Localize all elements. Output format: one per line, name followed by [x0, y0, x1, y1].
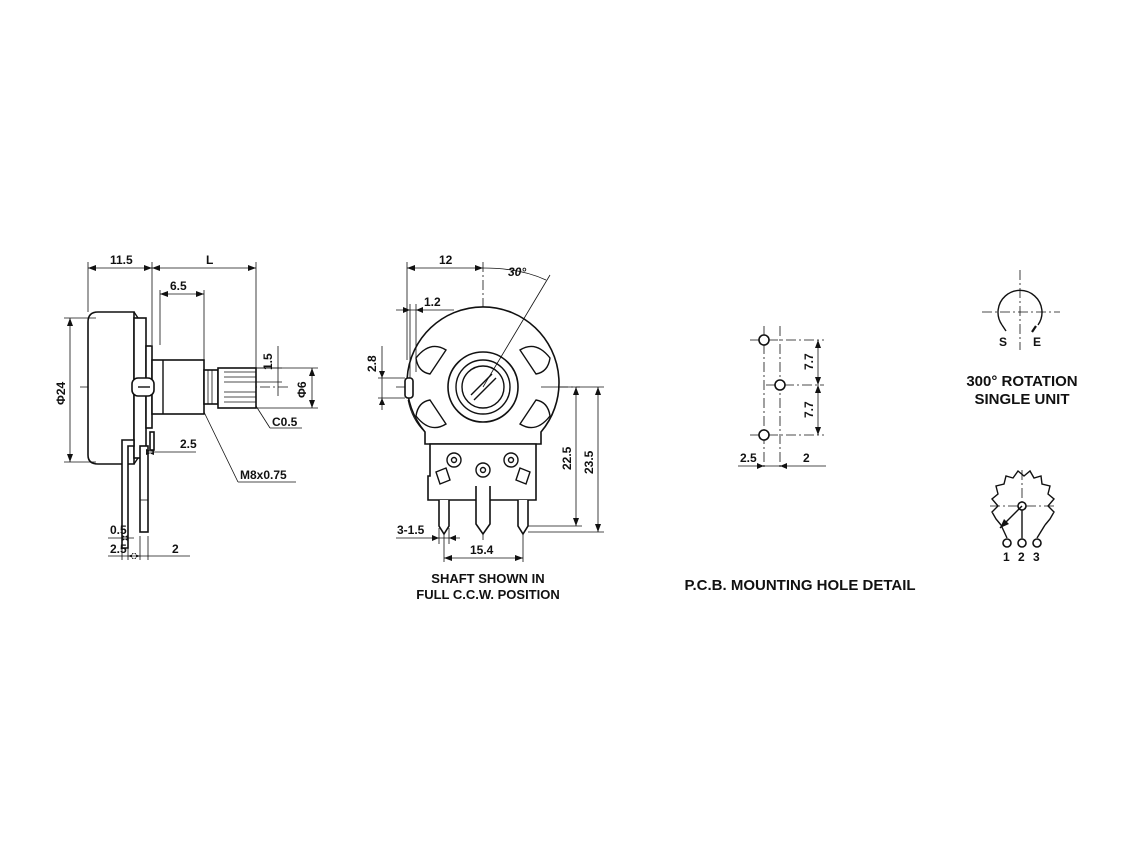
dim-bracket: 2.5 — [180, 437, 197, 451]
pcb-view: 7.7 7.7 2.5 2 P.C.B. MOUNTING HOLE DETAI… — [684, 326, 916, 594]
dim-height-outer: 23.5 — [582, 450, 596, 474]
pcb-hole-1 — [758, 334, 770, 346]
rotation-end-label: E — [1033, 335, 1041, 349]
dim-shaft-len: L — [206, 253, 213, 267]
dim-chamfer: C0.5 — [272, 415, 298, 429]
dim-body-len: 11.5 — [110, 253, 133, 267]
dim-bushing-len: 6.5 — [170, 279, 187, 293]
dim-half-width: 12 — [439, 253, 453, 267]
rotation-caption-line1: 300° ROTATION — [966, 373, 1077, 390]
rotation-diagram: S E 300° ROTATION SINGLE UNIT — [966, 270, 1078, 408]
dim-flat-depth: 1.5 — [261, 353, 275, 370]
dim-height-inner: 22.5 — [560, 446, 574, 470]
dim-pin-span: 15.4 — [470, 543, 494, 557]
dim-pin-offset: 2.5 — [110, 542, 127, 556]
dim-offset-left: 2.5 — [740, 451, 757, 465]
dim-shaft-dia: Φ6 — [295, 381, 309, 398]
dim-tab-width: 1.2 — [424, 295, 441, 309]
pin-label-1: 1 — [1003, 550, 1010, 564]
dim-pitch-top: 7.7 — [802, 353, 816, 370]
dim-thread: M8x0.75 — [240, 468, 287, 482]
dim-pin-width-front: 3-1.5 — [397, 523, 425, 537]
pcb-hole-3 — [758, 429, 770, 441]
schematic-pin-2 — [1017, 538, 1027, 548]
dim-angle: 30° — [508, 265, 526, 279]
dim-pitch-bottom: 7.7 — [802, 401, 816, 418]
pcb-caption: P.C.B. MOUNTING HOLE DETAIL — [684, 577, 915, 594]
dim-offset-right: 2 — [803, 451, 810, 465]
front-caption-line2: FULL C.C.W. POSITION — [416, 587, 559, 602]
dim-tab-height: 2.8 — [365, 355, 379, 372]
front-caption-line1: SHAFT SHOWN IN — [431, 571, 544, 586]
schematic-pin-1 — [1002, 538, 1012, 548]
dim-pin-thick: 0.5 — [110, 523, 127, 537]
rotation-start-label: S — [999, 335, 1007, 349]
side-view: 11.5 L 6.5 Φ24 1.5 Φ6 C0.5 2.5 — [54, 253, 318, 560]
dim-body-dia: Φ24 — [54, 381, 68, 405]
rotation-caption-line2: SINGLE UNIT — [974, 391, 1069, 408]
pin-label-3: 3 — [1033, 550, 1040, 564]
dim-pin-width: 2 — [172, 542, 179, 556]
pcb-hole-2 — [774, 379, 786, 391]
schematic-pin-3 — [1032, 538, 1042, 548]
front-view: 12 30° 1.2 2.8 22.5 23.5 3-1.5 — [365, 253, 604, 602]
schematic-symbol: 1 2 3 — [990, 469, 1056, 564]
pin-label-2: 2 — [1018, 550, 1025, 564]
